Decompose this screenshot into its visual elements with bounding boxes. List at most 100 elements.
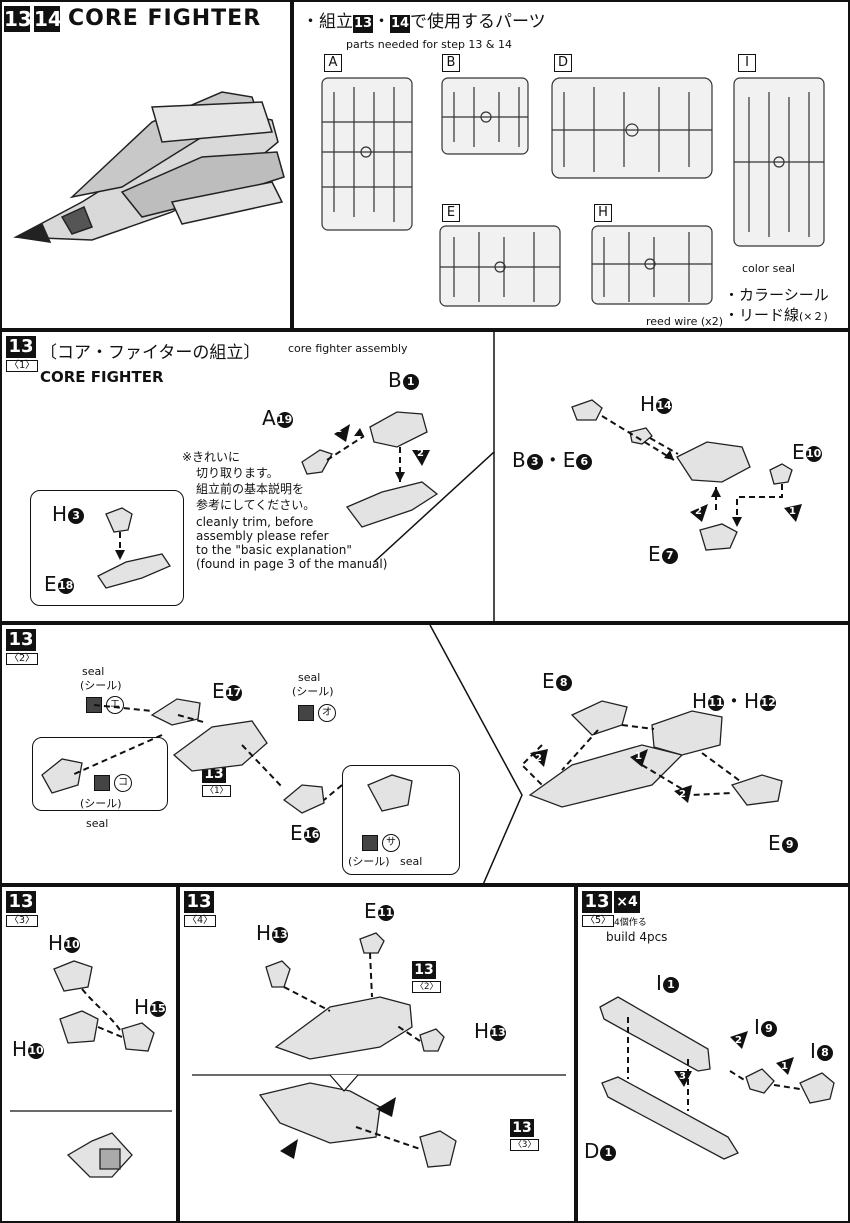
arrow-num-s2-2a: 2: [535, 753, 542, 764]
header-panel: 13 14 CORE FIGHTER: [0, 0, 292, 330]
label-b1-num: 1: [402, 373, 419, 390]
label-e17: E17: [212, 679, 242, 703]
seal-symbol-sa: サ: [382, 834, 400, 852]
trim-note-jp-1: ※きれいに: [182, 450, 241, 464]
seal-en-2: seal: [298, 671, 321, 684]
arrow-num-1a: 1: [335, 424, 342, 435]
label-i1-num: 1: [662, 976, 679, 993]
label-h13-a: H13: [256, 921, 289, 945]
step-13-5-multiplier: ×4: [614, 891, 640, 913]
label-d1-num: 1: [600, 1144, 617, 1161]
seal-symbol-e: エ: [106, 696, 124, 714]
label-a19-num: 19: [276, 411, 293, 428]
ref-step-13-3: 13: [510, 1119, 534, 1137]
seal-en-3: seal: [86, 817, 109, 830]
label-h13-b-num: 13: [490, 1024, 507, 1041]
step-13-3-number: 13: [6, 891, 36, 913]
label-h13-a-letter: H: [256, 921, 272, 945]
arrow-marker-2b: [690, 504, 708, 522]
label-h3-letter: H: [52, 502, 68, 526]
label-h14: H14: [640, 392, 673, 416]
label-e17-letter: E: [212, 679, 225, 703]
label-h11-num: 11: [708, 694, 725, 711]
label-e18: E18: [44, 572, 74, 596]
label-e11-num: 11: [377, 904, 394, 921]
label-e9-num: 9: [781, 836, 798, 853]
label-h10-a: H10: [48, 931, 81, 955]
color-seal-en: color seal: [742, 262, 795, 275]
label-h11-letter: H: [692, 689, 708, 713]
arrow-marker-s2-1: [630, 749, 648, 767]
step-13-3-parts: [10, 960, 172, 1178]
label-e16: E16: [290, 821, 320, 845]
step-13-1-sub: 〈1〉: [6, 360, 39, 372]
step-13-1-divider: [373, 332, 495, 621]
label-e10: E10: [792, 440, 822, 464]
build-4pcs-en: build 4pcs: [606, 930, 668, 944]
label-i8-num: 8: [816, 1044, 833, 1061]
seal-jp-2: (シール): [292, 685, 334, 698]
seal-chip-o: [298, 705, 314, 721]
seal-jp-4: (シール): [348, 855, 390, 868]
label-b1-letter: B: [388, 368, 402, 392]
ref-step-13-3-sub: 〈3〉: [510, 1139, 540, 1151]
step-13-5-parts: [599, 996, 835, 1160]
trim-note-en-2: assembly please refer: [196, 529, 329, 543]
arrow-marker-s5-2: [730, 1031, 748, 1049]
label-i9-num: 9: [760, 1020, 777, 1037]
seal-chip-ko: [94, 775, 110, 791]
inset-seal-box-right: [342, 765, 460, 875]
inset-detail-box: [30, 490, 184, 606]
seal-chip-sa: [362, 835, 378, 851]
parts-panel: ・組立13・14で使用するパーツ parts needed for step 1…: [292, 0, 850, 330]
label-h12-letter: H: [744, 689, 760, 713]
label-h3-num: 3: [68, 507, 85, 524]
step-13-3-sub: 〈3〉: [6, 915, 39, 927]
label-a19: A19: [262, 406, 293, 430]
label-a19-letter: A: [262, 406, 276, 430]
label-e16-letter: E: [290, 821, 303, 845]
label-h10-b-num: 10: [28, 1042, 45, 1059]
parts-heading-step-13: 13: [353, 15, 373, 33]
arrow-marker-s2-2a: [530, 749, 548, 767]
label-h13-a-num: 13: [272, 926, 289, 943]
arrow-num-s2-1: 1: [635, 751, 642, 762]
label-h10-b: H10: [12, 1037, 45, 1061]
step-13-4-number: 13: [184, 891, 214, 913]
label-h15-letter: H: [134, 995, 150, 1019]
label-h11-h12-dot: ・: [724, 689, 745, 713]
ref-step-13-2: 13: [412, 961, 436, 979]
step-13-1-panel: 13 〈1〉 〔コア・ファイターの組立〕 core fighter assemb…: [0, 330, 850, 623]
step-13-5-sub: 〈5〉: [582, 915, 615, 927]
label-h13-b: H13: [474, 1019, 507, 1043]
label-h10-a-letter: H: [48, 931, 64, 955]
label-b3-letter: B: [512, 448, 526, 472]
step-number-13: 13: [4, 6, 32, 32]
color-seal-jp: ・カラーシール: [724, 286, 829, 304]
label-e7-num: 7: [661, 547, 678, 564]
label-e17-num: 17: [225, 684, 242, 701]
step-13-2-parts: [41, 698, 783, 814]
label-e8-num: 8: [555, 674, 572, 691]
label-i1-letter: I: [656, 971, 662, 995]
step-13-2-panel: 13 〈2〉 seal (シール) エ seal (シール) オ コ (シール)…: [0, 623, 850, 885]
label-b3-num: 3: [526, 453, 543, 470]
step-13-2-divider: [429, 625, 523, 883]
label-e9-letter: E: [768, 831, 781, 855]
step-13-1-title-en: CORE FIGHTER: [40, 368, 164, 386]
parts-heading: ・組立13・14で使用するパーツ: [302, 12, 546, 33]
arrow-marker-2a: [412, 450, 430, 466]
label-e18-letter: E: [44, 572, 57, 596]
step2-arrow-markers: [530, 749, 692, 803]
parts-heading-dot: ・: [373, 12, 390, 32]
label-e6-letter: E: [562, 448, 576, 472]
arrow-marker-s2-2b: [674, 785, 692, 803]
arrow-num-s5-1: 1: [781, 1061, 788, 1072]
